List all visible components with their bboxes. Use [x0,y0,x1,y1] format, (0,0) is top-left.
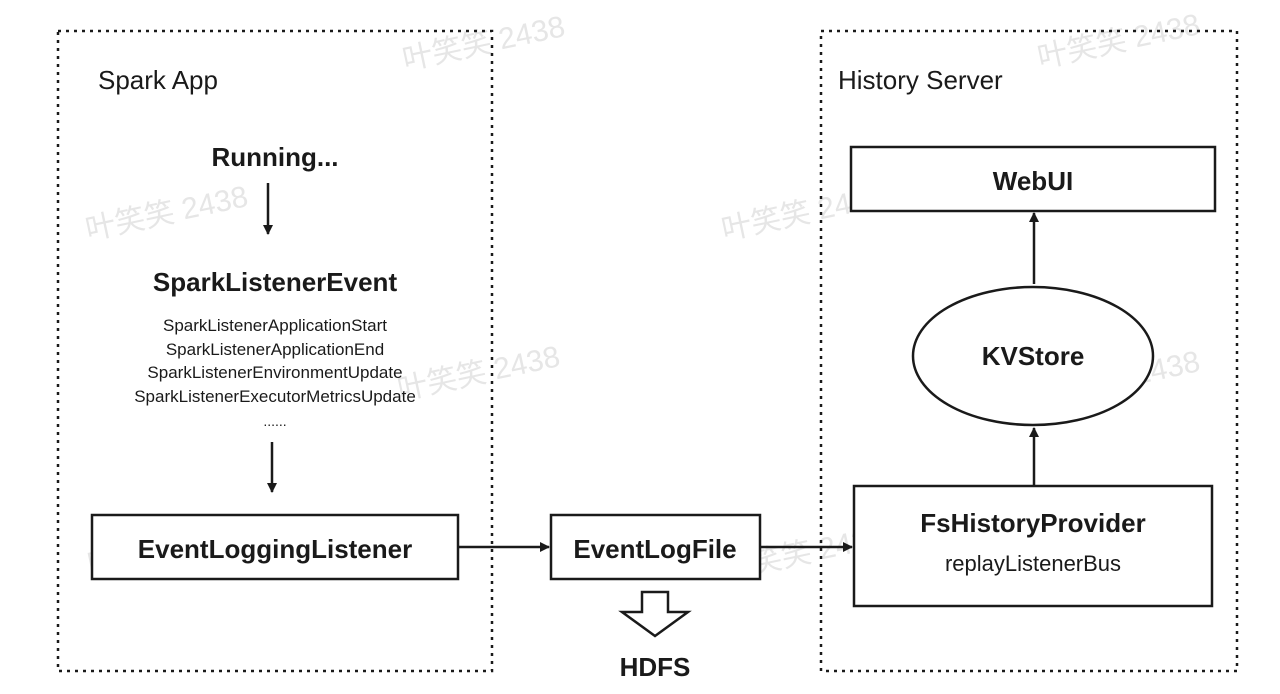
running-label: Running... [211,142,338,172]
watermark: 叶笑笑 2438 [395,340,563,407]
replay-listener-bus-label: replayListenerBus [945,551,1121,576]
listener-event-ellipsis: ...... [263,413,286,429]
event-log-file-box [549,513,762,581]
webui-label: WebUI [993,166,1073,196]
history-server-title: History Server [838,65,1003,95]
spark-app-container [56,29,494,673]
listener-event-item: SparkListenerApplicationStart [163,316,387,335]
watermark: 叶笑笑 2438 [400,10,568,77]
fs-history-provider-box [852,484,1214,608]
watermark: 叶笑笑 2438 [1035,8,1203,75]
listener-event-item: SparkListenerExecutorMetricsUpdate [134,387,416,406]
fs-history-provider-label: FsHistoryProvider [920,508,1145,538]
watermark: 叶笑笑 2438 [83,180,251,247]
hollow-down-arrow-icon [618,590,692,638]
hdfs-label: HDFS [620,652,691,682]
kvstore-label: KVStore [982,341,1085,371]
listener-event-item: SparkListenerEnvironmentUpdate [147,363,402,382]
spark-app-title: Spark App [98,65,218,95]
event-log-file-label: EventLogFile [573,534,736,564]
webui-box [849,145,1217,213]
event-logging-listener-label: EventLoggingListener [138,534,412,564]
history-server-container [819,29,1239,673]
listener-event-heading: SparkListenerEvent [153,267,398,297]
kvstore-ellipse [911,285,1155,427]
listener-event-item: SparkListenerApplicationEnd [166,340,384,359]
